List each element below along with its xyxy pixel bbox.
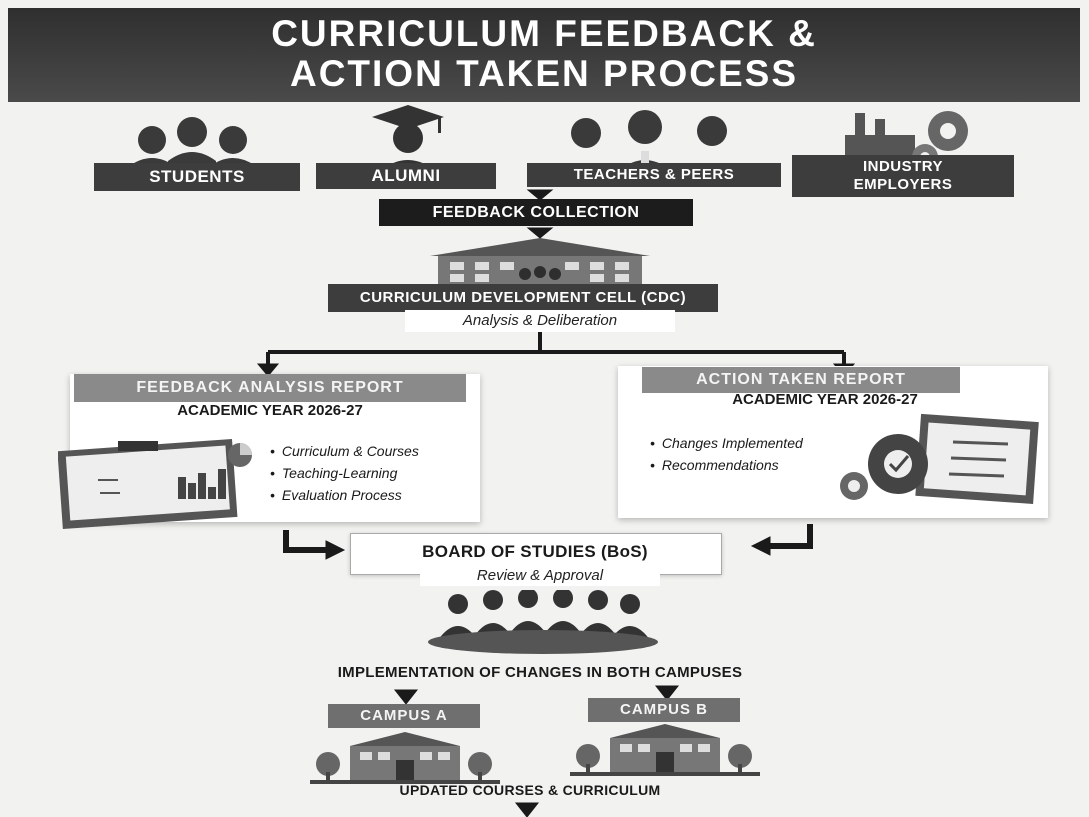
title-line-1: CURRICULUM FEEDBACK & — [271, 13, 817, 54]
campus-a-label: CAMPUS A — [328, 704, 480, 728]
cdc-label: CURRICULUM DEVELOPMENT CELL (CDC) — [328, 284, 718, 312]
arrow-to-cdc — [526, 227, 554, 239]
arrow-to-feedback — [526, 189, 554, 201]
title-line-2: ACTION TAKEN PROCESS — [289, 53, 798, 94]
action-taken-list: Changes Implemented Recommendations — [650, 432, 880, 476]
bos-label: BOARD OF STUDIES (BoS) — [422, 542, 648, 561]
list-item: Evaluation Process — [270, 484, 480, 506]
list-item: Teaching-Learning — [270, 462, 480, 484]
arrow-down-final — [514, 802, 540, 817]
campus-b-building-icon — [570, 724, 760, 776]
action-taken-year: ACADEMIC YEAR 2026-27 — [732, 391, 918, 408]
page-title: CURRICULUM FEEDBACK & ACTION TAKEN PROCE… — [8, 14, 1080, 94]
industry-label-line-2: EMPLOYERS — [853, 176, 953, 193]
campus-a-building-icon — [310, 732, 500, 784]
action-taken-title: ACTION TAKEN REPORT — [642, 367, 960, 393]
campus-b-label: CAMPUS B — [588, 698, 740, 722]
implementation-label: IMPLEMENTATION OF CHANGES IN BOTH CAMPUS… — [337, 664, 743, 681]
checklist-gears-icon — [840, 413, 1039, 504]
teachers-label: TEACHERS & PEERS — [527, 163, 781, 187]
title-banner — [8, 8, 1080, 102]
arrow-left-to-bos — [325, 540, 346, 560]
industry-label: INDUSTRY EMPLOYERS — [792, 155, 1014, 197]
arrow-to-campus-b — [654, 685, 680, 701]
arrow-right-to-bos — [750, 536, 771, 556]
clipboard-chart-icon — [58, 439, 252, 530]
cdc-subtitle: Analysis & Deliberation — [405, 310, 675, 332]
industry-label-line-1: INDUSTRY — [862, 158, 944, 175]
feedback-collection-label: FEEDBACK COLLECTION — [379, 199, 693, 226]
updated-curriculum-label: UPDATED COURSES & CURRICULUM — [399, 782, 661, 798]
building-icon — [430, 238, 650, 286]
meeting-icon — [428, 590, 658, 654]
feedback-analysis-list: Curriculum & Courses Teaching-Learning E… — [270, 440, 480, 506]
list-item: Changes Implemented — [650, 432, 880, 454]
students-label: STUDENTS — [94, 163, 300, 191]
feedback-analysis-year: ACADEMIC YEAR 2026-27 — [177, 402, 363, 419]
bos-subtitle: Review & Approval — [420, 566, 660, 586]
arrow-to-left-report — [256, 363, 280, 377]
list-item: Curriculum & Courses — [270, 440, 480, 462]
feedback-analysis-title: FEEDBACK ANALYSIS REPORT — [74, 374, 466, 402]
alumni-label: ALUMNI — [316, 163, 496, 189]
arrow-to-campus-a — [393, 689, 419, 705]
list-item: Recommendations — [650, 454, 880, 476]
